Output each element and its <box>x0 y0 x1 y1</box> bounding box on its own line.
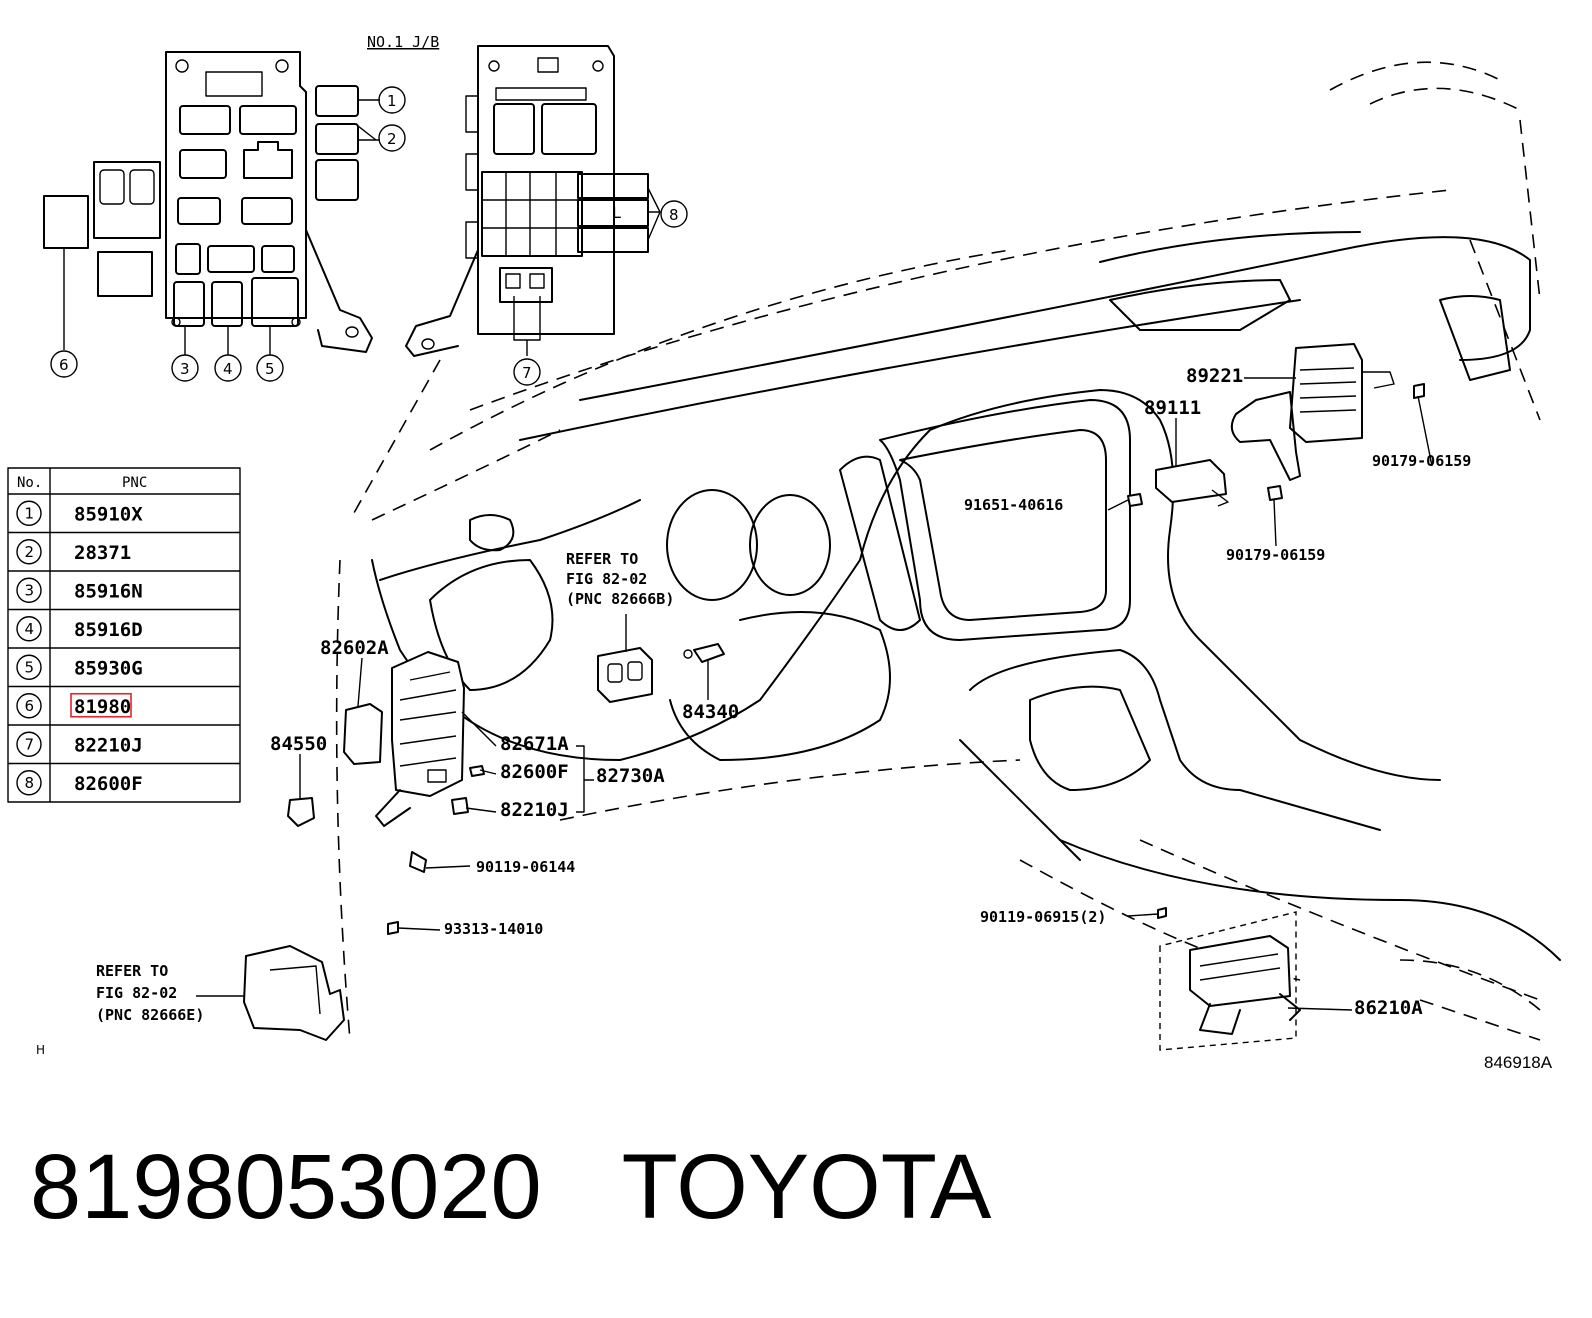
junction-block-front-view <box>43 51 373 353</box>
label-90119-06915: 90119-06915(2) <box>980 908 1106 926</box>
callout-6: 6 <box>59 356 69 374</box>
part-89221-module <box>1230 343 1395 481</box>
table-row-pnc: 82600F <box>74 773 143 795</box>
table-row-pnc: 85910X <box>74 503 143 525</box>
label-82210J: 82210J <box>500 799 569 821</box>
table-row-pnc: 81980 <box>74 696 131 718</box>
table-header-pnc: PNC <box>122 475 147 491</box>
table-row-number: 8 <box>25 774 35 792</box>
table-row-pnc: 28371 <box>74 542 131 564</box>
table-row: 4 85916D <box>8 608 240 642</box>
label-82600F: 82600F <box>500 761 569 783</box>
part-82730a-junction-block <box>375 651 465 827</box>
callout-8: 8 <box>669 206 679 224</box>
callout-5: 5 <box>265 360 275 378</box>
part-82666b-switch <box>597 647 653 703</box>
label-86210A: 86210A <box>1354 997 1423 1019</box>
callout-2: 2 <box>387 130 397 148</box>
table-row-number-circle <box>16 654 42 680</box>
label-refer-b-line3: (PNC 82666B) <box>566 590 674 608</box>
table-row-number-circle <box>16 539 42 565</box>
table-row: 7 82210J <box>8 724 240 757</box>
part-82602a-bracket <box>343 703 383 765</box>
table-row-number: 7 <box>25 735 35 753</box>
junction-block-inset: NO.1 J/B <box>43 33 688 386</box>
callout-7: 7 <box>522 364 532 382</box>
figure-id: 846918A <box>1484 1053 1553 1072</box>
caption: 8198053020 TOYOTA <box>30 1132 991 1242</box>
label-90179-06159-b: 90179-06159 <box>1226 546 1325 564</box>
table-row-number: 5 <box>25 658 35 676</box>
table-row-number-circle <box>16 616 42 642</box>
part-84340-switch <box>683 643 725 663</box>
label-91651-40616: 91651-40616 <box>964 496 1063 514</box>
table-row-number-circle <box>16 577 42 603</box>
part-82666e-switch <box>243 945 345 1041</box>
callout-circles: 1 2 3 4 5 6 7 8 <box>50 86 688 386</box>
label-82671A: 82671A <box>500 733 569 755</box>
label-refer-e-line2: FIG 82-02 <box>96 984 177 1002</box>
label-refer-e-line3: (PNC 82666E) <box>96 1006 204 1024</box>
part-84550-switch <box>287 797 315 827</box>
part-small-fasteners <box>387 383 1425 935</box>
table-row-number: 3 <box>25 581 35 599</box>
label-93313-14010: 93313-14010 <box>444 920 543 938</box>
table-row: 1 85910X <box>16 500 143 526</box>
table-row-number: 6 <box>25 697 35 715</box>
callout-4: 4 <box>223 360 233 378</box>
pnc-table: No. PNC 1 85910X 2 28371 3 85916N 4 85916D 5 8593… <box>7 467 241 803</box>
caption-part-number: 8198053020 <box>30 1136 542 1238</box>
junction-block-rear-view: L <box>405 45 649 357</box>
table-row-pnc: 85930G <box>74 657 143 679</box>
table-row-number: 1 <box>25 504 35 522</box>
callout-title: NO.1 J/B <box>367 33 439 51</box>
table-row-pnc: 82210J <box>74 734 143 756</box>
label-90179-06159-a: 90179-06159 <box>1372 452 1471 470</box>
label-89221: 89221 <box>1186 365 1243 387</box>
label-84340: 84340 <box>682 701 739 723</box>
label-refer-b-line2: FIG 82-02 <box>566 570 647 588</box>
table-row: 3 85916N <box>8 570 240 603</box>
table-row-number: 2 <box>25 543 35 561</box>
label-84550: 84550 <box>270 733 327 755</box>
part-89111-module <box>1155 459 1229 507</box>
corner-mark: H <box>36 1043 45 1057</box>
label-refer-b-line1: REFER TO <box>566 550 638 568</box>
table-row: 6 81980 <box>8 685 240 719</box>
table-row: 2 28371 <box>8 531 240 565</box>
table-row-number-circle <box>16 693 42 719</box>
table-row-number: 4 <box>25 620 35 638</box>
table-row-number-circle <box>16 731 42 757</box>
callout-1: 1 <box>387 92 397 110</box>
table-row: 8 82600F <box>8 762 240 796</box>
table-header-no: No. <box>17 475 42 491</box>
part-labels: 89221 89111 90179-06159 91651-40616 9017… <box>36 365 1553 1072</box>
label-82730A: 82730A <box>596 765 665 787</box>
relay-letter: L <box>612 203 621 222</box>
dashboard-outline <box>335 61 1561 1041</box>
label-refer-e-line1: REFER TO <box>96 962 168 980</box>
table-row-number-circle <box>16 770 42 796</box>
caption-brand: TOYOTA <box>621 1136 992 1238</box>
table-row: 5 85930G <box>8 647 240 680</box>
table-row-pnc: 85916D <box>74 619 143 641</box>
label-89111: 89111 <box>1144 397 1201 419</box>
callout-3: 3 <box>180 360 190 378</box>
label-90119-06144: 90119-06144 <box>476 858 575 876</box>
table-row-pnc: 85916N <box>74 580 143 602</box>
label-82602A: 82602A <box>320 637 389 659</box>
table-rows: 1 85910X 2 28371 3 85916N 4 85916D 5 85930G 6 81980… <box>8 500 240 796</box>
leader-lines <box>196 377 1433 1011</box>
part-86210a-module <box>1159 911 1301 1051</box>
highlight-box <box>70 692 132 718</box>
table-row-number-circle <box>16 500 42 526</box>
